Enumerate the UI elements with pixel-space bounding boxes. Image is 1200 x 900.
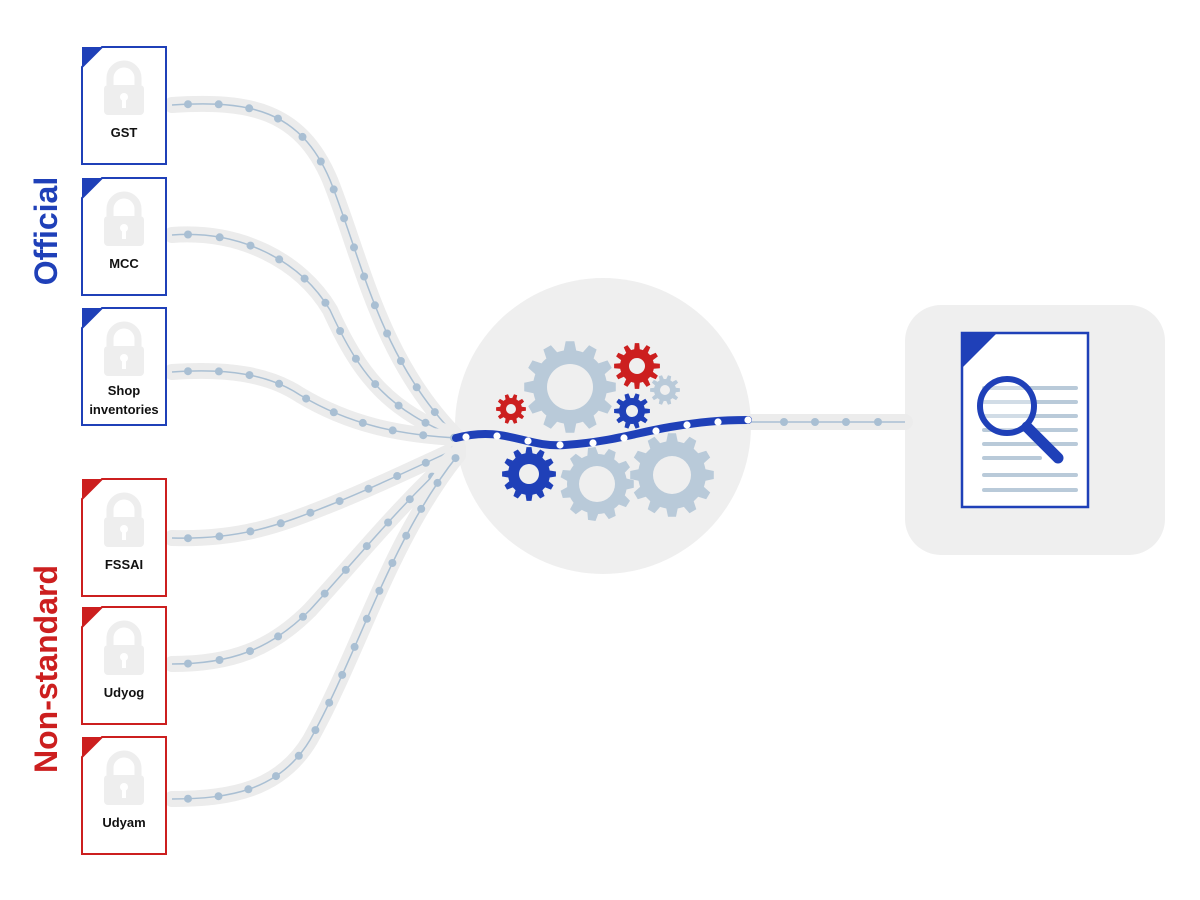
lock-icon xyxy=(104,492,144,547)
lock-icon xyxy=(104,620,144,675)
source-doc-label: Udyog xyxy=(104,685,145,700)
gear-light-small xyxy=(650,375,680,405)
lock-icon xyxy=(104,750,144,805)
source-doc-label: Shop xyxy=(108,383,141,398)
gears-icon xyxy=(496,341,714,521)
data-stream xyxy=(452,416,752,450)
gear-medium-bottom xyxy=(560,447,634,521)
source-doc-udyog: Udyog xyxy=(81,606,167,725)
source-doc-label: GST xyxy=(111,125,138,140)
lock-icon xyxy=(104,60,144,115)
source-doc-shop-inventories: Shop inventories xyxy=(81,307,167,426)
gear-blue-large xyxy=(502,447,556,501)
gear-large-top xyxy=(524,341,616,433)
output-connector xyxy=(740,414,913,430)
connector-2 xyxy=(164,226,466,446)
connector-4 xyxy=(164,440,466,547)
lock-icon xyxy=(104,321,144,376)
document-search-icon xyxy=(960,331,1090,509)
connectors xyxy=(164,95,466,807)
gear-blue-small xyxy=(614,393,650,429)
gear-red-small xyxy=(496,394,526,424)
gear-red-large xyxy=(614,343,660,389)
connector-1 xyxy=(164,95,466,446)
connector-5 xyxy=(164,444,466,672)
lock-icon xyxy=(104,191,144,246)
source-doc-mcc: MCC xyxy=(81,177,167,296)
source-doc-udyam: Udyam xyxy=(81,736,167,855)
source-doc-label: MCC xyxy=(109,256,139,271)
source-doc-label: FSSAI xyxy=(105,557,143,572)
connector-6 xyxy=(164,447,466,807)
source-doc-label: inventories xyxy=(89,402,158,417)
source-doc-label: Udyam xyxy=(102,815,145,830)
source-doc-gst: GST xyxy=(81,46,167,165)
gear-large-bottom-right xyxy=(630,433,714,517)
source-doc-fssai: FSSAI xyxy=(81,478,167,597)
group-label-non-standard: Non-standard xyxy=(28,565,64,773)
group-label-official: Official xyxy=(28,177,64,285)
